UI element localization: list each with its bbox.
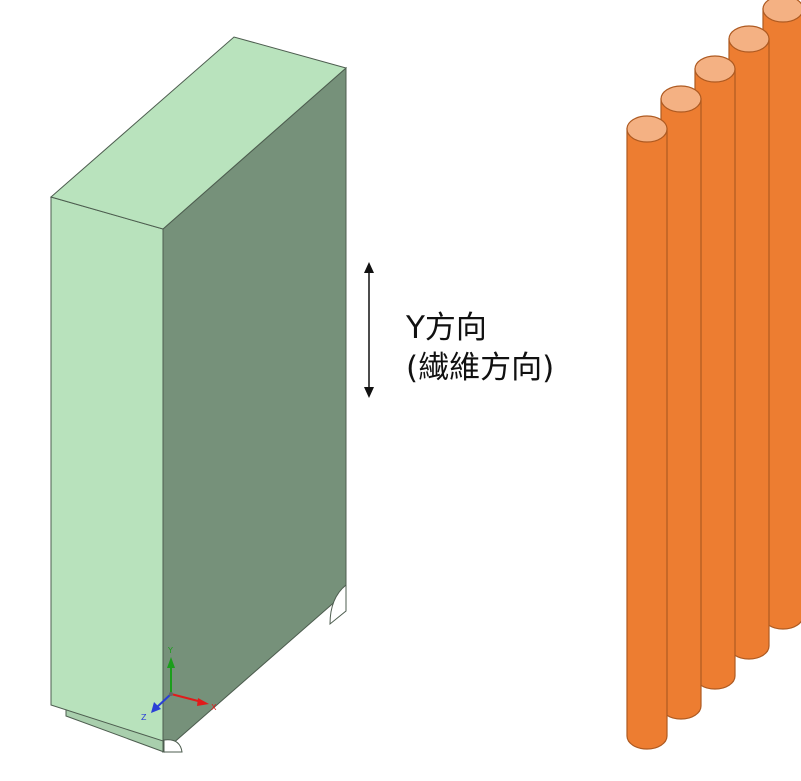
- block-top-face: [49, 36, 348, 230]
- fiber-top-cap: [728, 25, 770, 53]
- fiber-cylinder: [626, 115, 668, 750]
- fiber-top-cap: [660, 85, 702, 113]
- axis-y-label: Y: [167, 646, 173, 655]
- fiber-cylinder: [694, 55, 736, 690]
- y-direction-arrow-head-down: [364, 387, 374, 398]
- fiber-cylinder: [728, 25, 770, 660]
- block-notch: [329, 583, 347, 626]
- axis-x-arrowhead: [197, 698, 209, 706]
- direction-label-line1: Y方向: [406, 310, 487, 346]
- direction-label: Y方向 (繊維方向): [406, 308, 554, 388]
- axis-z-arrowhead: [151, 702, 161, 713]
- y-direction-arrow: [364, 262, 374, 398]
- direction-label-line2: (繊維方向): [406, 350, 555, 386]
- block-front-face: [50, 196, 164, 742]
- coordinate-triad: Y X Z: [141, 646, 217, 722]
- fiber-bundle: [626, 0, 801, 750]
- block-bottom-notch: [163, 739, 183, 753]
- fiber-top-cap: [626, 115, 668, 143]
- specimen-block: [49, 36, 348, 754]
- axis-z-line: [155, 693, 172, 709]
- axis-x-label: X: [211, 703, 217, 712]
- axis-x-line: [170, 693, 203, 703]
- axis-z-label: Z: [141, 713, 147, 722]
- fiber-body: [626, 128, 668, 750]
- fiber-top-cap: [694, 55, 736, 83]
- fiber-top-cap: [762, 0, 801, 23]
- triad-origin: [169, 692, 173, 696]
- axis-y-arrowhead: [167, 657, 175, 668]
- y-direction-arrow-head-up: [364, 262, 374, 273]
